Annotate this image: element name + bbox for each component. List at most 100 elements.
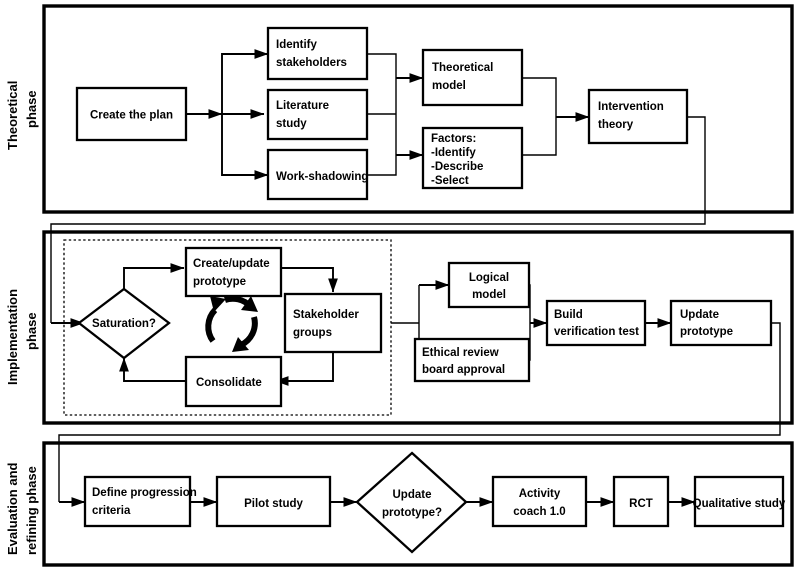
- node-update-prototype[interactable]: Update prototype: [669, 299, 773, 347]
- node-ethical-review-shape[interactable]: [413, 337, 531, 383]
- node-update-prototype-question[interactable]: Update prototype?: [355, 451, 468, 554]
- theoretical-model-merge: [522, 77, 557, 156]
- theoretical-split-connectors: [396, 73, 424, 160]
- node-factors-line2: -Identify: [431, 147, 476, 159]
- node-ethical-review-line2: board approval: [422, 364, 505, 376]
- node-factors-line4: -Select: [431, 175, 469, 187]
- node-build-verification-test-shape[interactable]: [545, 299, 647, 347]
- phase-evaluation: Evaluation and refining phase Define pro…: [5, 441, 794, 567]
- edge-implementation-to-evaluation: [58, 322, 781, 507]
- edge-theory-to-implementation-path: [50, 116, 706, 323]
- node-create-update-prototype[interactable]: Create/update prototype: [184, 246, 283, 298]
- theoretical-merge-connectors: [367, 53, 397, 176]
- node-consolidate[interactable]: Consolidate: [184, 355, 283, 408]
- node-identify-stakeholders-shape[interactable]: [266, 26, 369, 81]
- node-stakeholder-groups[interactable]: Stakeholder groups: [283, 292, 383, 354]
- node-define-progression-criteria-line2: criteria: [92, 505, 131, 517]
- node-qualitative-study-shape[interactable]: [693, 475, 785, 528]
- node-factors-line1: Factors:: [431, 133, 476, 145]
- phase-theoretical-label-line2: phase: [24, 90, 39, 128]
- node-literature-study-shape[interactable]: [266, 88, 369, 141]
- node-consolidate-shape[interactable]: [184, 355, 283, 408]
- node-work-shadowing-shape[interactable]: [266, 148, 369, 201]
- node-rct-shape[interactable]: [612, 475, 670, 528]
- node-work-shadowing[interactable]: Work-shadowing: [266, 148, 369, 201]
- circular-arrows-icon: [205, 295, 258, 352]
- node-logical-model[interactable]: Logical model: [447, 261, 531, 309]
- node-theoretical-model-shape[interactable]: [421, 48, 524, 107]
- node-theoretical-model-line1: Theoretical: [432, 62, 493, 74]
- node-pilot-study[interactable]: Pilot study: [215, 475, 332, 528]
- edge-model-merge: [522, 77, 557, 117]
- node-intervention-theory-line1: Intervention: [598, 101, 664, 113]
- node-logical-model-line1: Logical: [469, 272, 509, 284]
- node-qualitative-study[interactable]: Qualitative study: [693, 475, 786, 528]
- edge-saturation-to-create-update: [123, 263, 185, 289]
- node-stakeholder-groups-line1: Stakeholder: [293, 309, 359, 321]
- node-factors-line3: -Describe: [431, 161, 483, 173]
- node-intervention-theory[interactable]: Intervention theory: [587, 88, 689, 145]
- node-ethical-review-line1: Ethical review: [422, 347, 499, 359]
- node-identify-stakeholders[interactable]: Identify stakeholders: [266, 26, 369, 81]
- theoretical-connectors: [186, 49, 269, 180]
- edge-identify-merge: [367, 53, 397, 78]
- node-update-prototype-line1: Update: [680, 309, 719, 321]
- node-create-plan-line1: Create the plan: [90, 110, 173, 122]
- node-activity-coach-shape[interactable]: [491, 475, 588, 528]
- node-qualitative-study-label: Qualitative study: [693, 498, 786, 510]
- edge-stakeholder-to-consolidate: [274, 352, 334, 386]
- phase-implementation-label-line1: Implementation: [5, 289, 20, 385]
- implementation-cycle-connectors: [119, 263, 338, 386]
- node-pilot-study-shape[interactable]: [215, 475, 332, 528]
- node-pilot-study-label: Pilot study: [244, 498, 303, 510]
- node-literature-study-line2: study: [276, 118, 307, 130]
- node-build-verification-test-line2: verification test: [554, 326, 639, 338]
- node-activity-coach-line1: Activity: [519, 488, 561, 500]
- node-factors[interactable]: Factors: -Identify -Describe -Select: [421, 126, 524, 190]
- phase-implementation: Implementation phase: [5, 230, 794, 425]
- node-define-progression-criteria[interactable]: Define progression criteria: [83, 475, 197, 528]
- node-rct-label: RCT: [629, 498, 653, 510]
- edge-consolidate-to-saturation: [119, 357, 186, 382]
- node-consolidate-label: Consolidate: [196, 377, 262, 389]
- node-create-update-prototype-line2: prototype: [193, 276, 246, 288]
- node-stakeholder-groups-shape[interactable]: [283, 292, 383, 354]
- node-define-progression-criteria-line1: Define progression: [92, 487, 197, 499]
- node-rct[interactable]: RCT: [612, 475, 670, 528]
- node-activity-coach[interactable]: Activity coach 1.0: [491, 475, 588, 528]
- edge-create-update-to-stakeholder: [281, 267, 338, 293]
- node-intervention-theory-line2: theory: [598, 119, 634, 131]
- node-literature-study[interactable]: Literature study: [266, 88, 369, 141]
- phase-theoretical: Theoretical phase Create the plan: [5, 4, 794, 214]
- node-create-plan-shape[interactable]: [75, 86, 188, 142]
- node-update-prototype-question-shape[interactable]: [355, 451, 468, 554]
- phase-evaluation-label-line2: refining phase: [24, 466, 39, 555]
- node-create-update-prototype-shape[interactable]: [184, 246, 283, 298]
- node-theoretical-model-line2: model: [432, 80, 466, 92]
- node-build-verification-test[interactable]: Build verification test: [545, 299, 647, 347]
- phase-implementation-label-line2: phase: [24, 312, 39, 350]
- edge-factors-merge: [522, 117, 557, 156]
- node-work-shadowing-line1: Work-shadowing: [276, 171, 368, 183]
- node-update-prototype-shape[interactable]: [669, 299, 773, 347]
- node-create-plan[interactable]: Create the plan: [75, 86, 188, 142]
- node-identify-stakeholders-line2: stakeholders: [276, 57, 347, 69]
- phase-implementation-frame: [42, 230, 794, 425]
- node-build-verification-test-line1: Build: [554, 309, 583, 321]
- iterative-cycle-group-frame: [63, 239, 392, 416]
- node-update-prototype-line2: prototype: [680, 326, 733, 338]
- node-logical-model-shape[interactable]: [447, 261, 531, 309]
- node-saturation-label: Saturation?: [92, 318, 156, 330]
- node-saturation[interactable]: Saturation?: [77, 287, 171, 360]
- node-create-update-prototype-line1: Create/update: [193, 258, 270, 270]
- node-update-prototype-question-line1: Update: [393, 489, 432, 501]
- node-ethical-review[interactable]: Ethical review board approval: [413, 337, 531, 383]
- node-define-progression-criteria-shape[interactable]: [83, 475, 192, 528]
- node-update-prototype-question-line2: prototype?: [382, 507, 442, 519]
- node-intervention-theory-shape[interactable]: [587, 88, 689, 145]
- node-theoretical-model[interactable]: Theoretical model: [421, 48, 524, 107]
- node-saturation-shape[interactable]: [77, 287, 171, 360]
- node-factors-shape[interactable]: [421, 126, 524, 190]
